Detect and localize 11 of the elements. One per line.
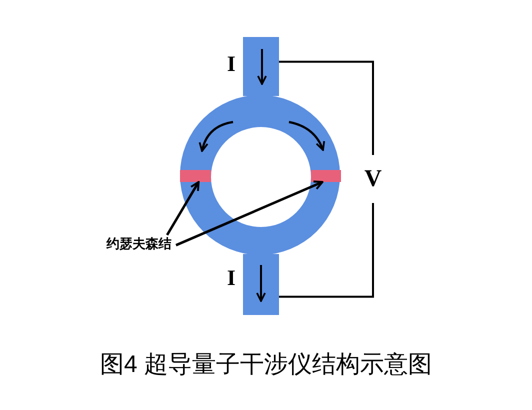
josephson-junction <box>311 170 341 182</box>
josephson-junction <box>180 170 211 182</box>
callout-label: 约瑟夫森结 <box>102 235 176 252</box>
current-label: I <box>227 267 236 289</box>
lead-bar <box>243 37 279 96</box>
leader-arrow <box>166 181 200 236</box>
voltage-lead-line <box>279 60 374 298</box>
current-label: I <box>227 53 236 75</box>
leader-arrow <box>176 180 324 246</box>
lead-bar <box>243 254 279 315</box>
figure-caption: 图4 超导量子干涉仪结构示意图 <box>100 350 432 380</box>
